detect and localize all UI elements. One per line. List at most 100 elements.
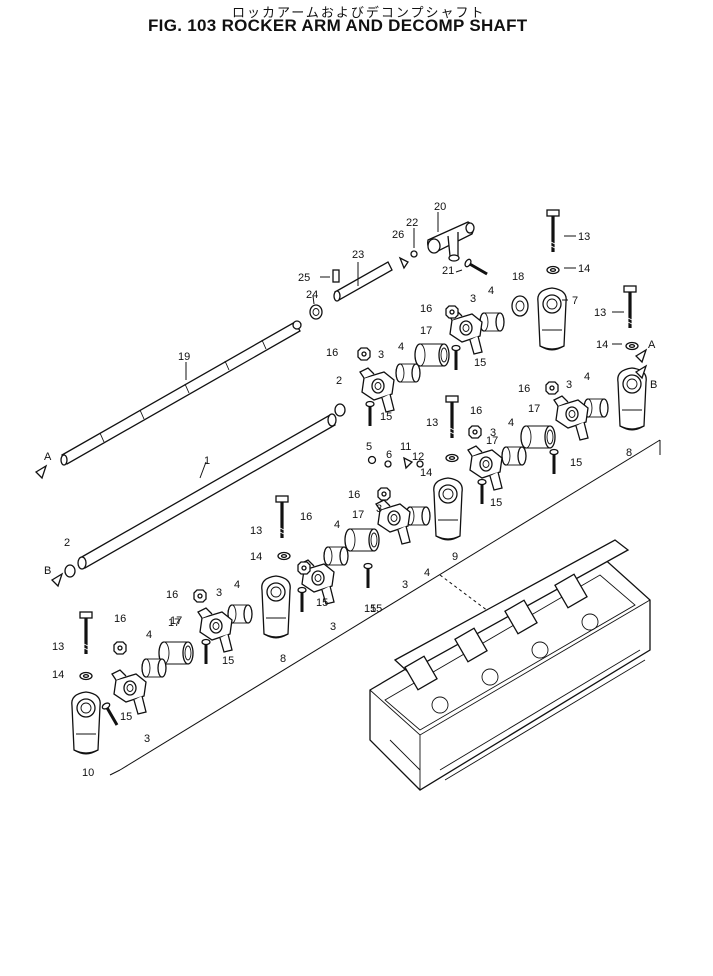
bracket-8b bbox=[261, 575, 291, 639]
washer-14-center bbox=[277, 551, 291, 561]
washer-14-mid bbox=[445, 453, 459, 463]
screw-15d bbox=[476, 478, 488, 506]
callout-4a: 4 bbox=[488, 285, 494, 297]
callout-26: 26 bbox=[392, 229, 404, 241]
ref-label-b1: B bbox=[44, 565, 51, 577]
spring-4a bbox=[479, 312, 505, 332]
collar-18 bbox=[511, 295, 529, 317]
screw-15e bbox=[296, 586, 308, 614]
callout-15h: 15 bbox=[222, 655, 234, 667]
callout-14a: 14 bbox=[578, 263, 590, 275]
clip-26 bbox=[398, 256, 409, 270]
callout-17e: 17 bbox=[170, 615, 182, 627]
callout-14c: 14 bbox=[420, 467, 432, 479]
callout-19: 19 bbox=[178, 351, 190, 363]
nut-16e bbox=[377, 487, 391, 501]
plug-2b bbox=[64, 564, 76, 578]
callout-labels: 20 22 26 21 23 25 24 19 1 2 2 13 14 18 7… bbox=[44, 201, 657, 779]
decomp-lever-shaft bbox=[333, 261, 393, 302]
callout-13e: 13 bbox=[52, 641, 64, 653]
callout-15a: 15 bbox=[474, 357, 486, 369]
callout-13c: 13 bbox=[426, 417, 438, 429]
callout-16b: 16 bbox=[326, 347, 338, 359]
callout-22: 22 bbox=[406, 217, 418, 229]
bracket-9 bbox=[433, 477, 463, 541]
callout-7: 7 bbox=[572, 295, 578, 307]
nut-16h bbox=[113, 641, 127, 655]
rocker-3c bbox=[553, 395, 589, 441]
rocker-3b bbox=[359, 367, 395, 413]
callout-14b: 14 bbox=[596, 339, 608, 351]
washer-14-top bbox=[546, 265, 560, 275]
callout-25: 25 bbox=[298, 272, 310, 284]
screw-15b bbox=[364, 400, 376, 428]
screw-15g bbox=[200, 638, 212, 666]
title-japanese: ロッカアームおよびデコンプシャフト bbox=[232, 6, 486, 21]
callout-9: 9 bbox=[452, 551, 458, 563]
bolt-13-mid bbox=[444, 394, 460, 440]
callout-3b: 3 bbox=[378, 349, 384, 361]
callout-14d: 14 bbox=[250, 551, 262, 563]
screw-15a bbox=[450, 344, 462, 372]
callout-8a: 8 bbox=[626, 447, 632, 459]
nut-16g bbox=[193, 589, 207, 603]
callout-17b: 17 bbox=[528, 403, 540, 415]
nut-16b bbox=[357, 347, 371, 361]
callout-16e: 16 bbox=[348, 489, 360, 501]
decomp-shaft bbox=[60, 320, 302, 466]
spring-4b bbox=[395, 363, 421, 383]
screw-15h bbox=[99, 700, 122, 729]
callout-17c: 17 bbox=[486, 435, 498, 447]
bushing bbox=[309, 304, 323, 320]
callout-17d: 17 bbox=[352, 509, 364, 521]
callout-15i: 15 bbox=[120, 711, 132, 723]
callout-18: 18 bbox=[512, 271, 524, 283]
washer-14-bottom bbox=[79, 671, 93, 681]
bracket-7 bbox=[537, 287, 567, 351]
callout-15g: 15 bbox=[370, 603, 382, 615]
callout-3e: 3 bbox=[376, 503, 382, 515]
pin-22 bbox=[410, 250, 418, 258]
callout-13a: 13 bbox=[578, 231, 590, 243]
nut-16a bbox=[445, 305, 459, 319]
bracket-10 bbox=[71, 691, 101, 755]
callout-15d: 15 bbox=[490, 497, 502, 509]
callout-3i: 3 bbox=[144, 733, 150, 745]
callout-10: 10 bbox=[82, 767, 94, 779]
ref-arrows bbox=[34, 348, 648, 588]
screw-21 bbox=[462, 256, 491, 279]
sleeve-17a bbox=[414, 343, 450, 367]
pin bbox=[332, 269, 340, 283]
callout-17f: 17 bbox=[168, 617, 180, 629]
nut-16f bbox=[297, 561, 311, 575]
callout-13d: 13 bbox=[250, 525, 262, 537]
callout-4c: 4 bbox=[584, 371, 590, 383]
callout-4g: 4 bbox=[234, 579, 240, 591]
callout-4d: 4 bbox=[508, 417, 514, 429]
callout-14e: 14 bbox=[52, 669, 64, 681]
callout-15b: 15 bbox=[380, 411, 392, 423]
callout-17a: 17 bbox=[420, 325, 432, 337]
rocker-3g bbox=[197, 607, 233, 653]
callout-15e: 15 bbox=[364, 603, 376, 615]
callout-20: 20 bbox=[434, 201, 446, 213]
callout-16f: 16 bbox=[300, 511, 312, 523]
callout-16a: 16 bbox=[420, 303, 432, 315]
callout-2b: 2 bbox=[64, 537, 70, 549]
bolt-13-right bbox=[622, 284, 638, 330]
rocker-shaft bbox=[77, 413, 337, 570]
callout-4h: 4 bbox=[146, 629, 152, 641]
callout-15f: 15 bbox=[316, 597, 328, 609]
sleeve-17b bbox=[520, 425, 556, 449]
callout-leaders bbox=[185, 212, 624, 479]
washer-14-right bbox=[625, 341, 639, 351]
bolt-13-top bbox=[545, 208, 561, 254]
bolt-13-center bbox=[274, 494, 290, 540]
ref-label-b2: B bbox=[650, 379, 657, 391]
callout-8b: 8 bbox=[280, 653, 286, 665]
decomp-lever bbox=[427, 221, 475, 262]
callout-1: 1 bbox=[204, 455, 210, 467]
callout-21: 21 bbox=[442, 265, 454, 277]
callout-16g: 16 bbox=[166, 589, 178, 601]
